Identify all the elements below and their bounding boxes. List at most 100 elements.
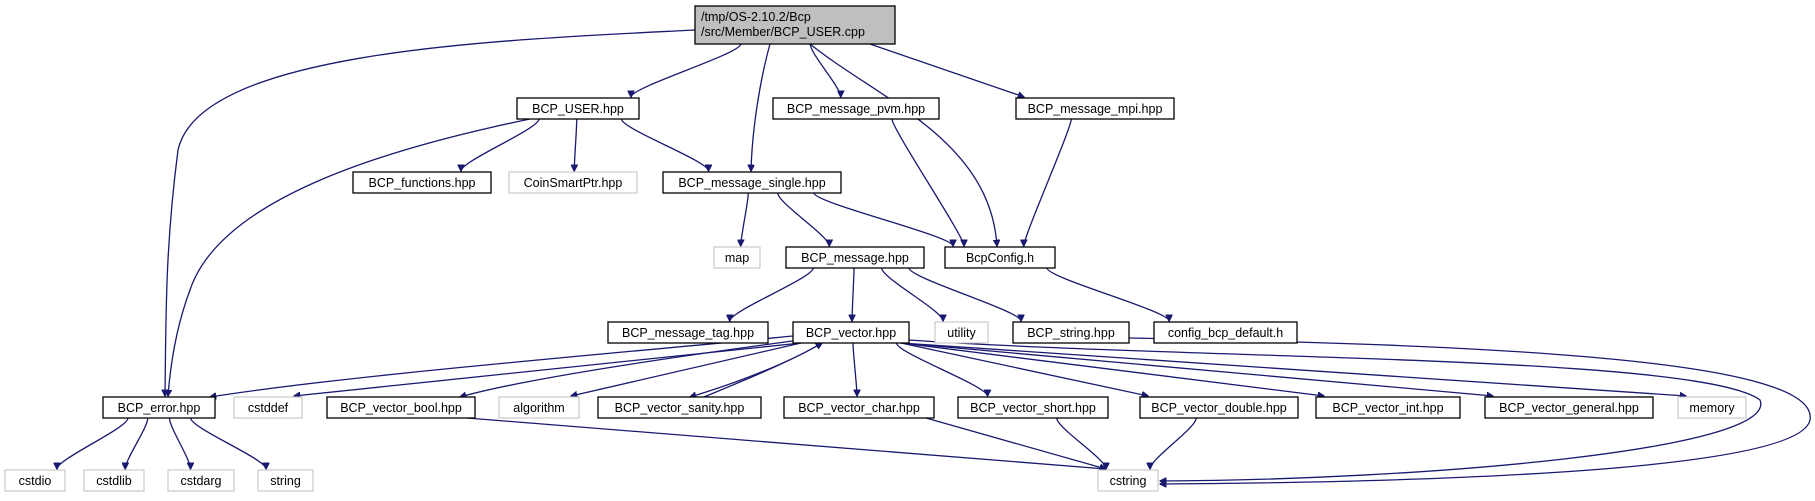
edge-bcp-vector-to-bcp-vector-general	[900, 342, 1493, 396]
node-config-bcp-default[interactable]: config_bcp_default.h	[1153, 321, 1298, 344]
edge-root-to-bcp-user-hpp	[631, 43, 742, 97]
node-bcp-user-hpp[interactable]: BCP_USER.hpp	[516, 97, 640, 120]
node-bcp-error[interactable]: BCP_error.hpp	[102, 396, 216, 419]
node-bcp-string[interactable]: BCP_string.hpp	[1012, 321, 1130, 344]
node-box	[607, 321, 769, 344]
node-label: cstddef	[248, 401, 289, 415]
node-cstdlib: cstdlib	[83, 469, 145, 492]
node-box	[1484, 396, 1654, 419]
node-bcpconfig[interactable]: BcpConfig.h	[944, 246, 1056, 269]
node-root[interactable]: /tmp/OS-2.10.2/Bcp/src/Member/BCP_USER.c…	[694, 5, 896, 45]
node-box	[352, 171, 492, 194]
node-label: BCP_message_pvm.hpp	[787, 102, 925, 116]
edge-bcp-user-hpp-to-bcp-functions	[461, 118, 540, 171]
edge-bcp-message-to-utility	[880, 267, 943, 321]
edge-bcp-error-to-cstdio	[57, 417, 129, 469]
edge-bcp-vector-double-to-cstring	[1150, 417, 1197, 469]
node-bcp-vector-short[interactable]: BCP_vector_short.hpp	[957, 396, 1109, 419]
node-label: config_bcp_default.h	[1168, 326, 1283, 340]
node-label: cstdio	[19, 474, 52, 488]
edge-bcp-error-to-string	[189, 417, 266, 469]
node-bcp-message-tag[interactable]: BCP_message_tag.hpp	[607, 321, 769, 344]
node-box	[326, 396, 476, 419]
edges-layer	[57, 29, 1811, 484]
node-label: cstdlib	[96, 474, 131, 488]
edge-bcp-message-mpi-to-bcpconfig	[1024, 118, 1072, 246]
node-label: BCP_vector_general.hpp	[1499, 401, 1639, 415]
edge-bcp-vector-to-memory	[900, 342, 1686, 396]
node-label: BCP_message_single.hpp	[678, 176, 825, 190]
edge-bcp-vector-bool-to-cstring	[466, 417, 1106, 469]
node-label: cstdarg	[181, 474, 222, 488]
node-box	[783, 396, 935, 419]
node-label: string	[270, 474, 301, 488]
edge-bcp-message-pvm-to-bcpconfig	[891, 118, 964, 246]
node-label: BCP_USER.hpp	[532, 102, 624, 116]
edge-bcp-vector-to-bcp-vector-char	[852, 342, 857, 396]
node-bcp-vector[interactable]: BCP_vector.hpp	[792, 321, 910, 344]
node-bcp-message-single[interactable]: BCP_message_single.hpp	[662, 171, 842, 194]
node-label: BCP_vector_sanity.hpp	[615, 401, 745, 415]
node-label: BCP_vector_int.hpp	[1332, 401, 1443, 415]
edge-bcp-vector-to-algorithm	[571, 342, 802, 396]
nodes-layer: /tmp/OS-2.10.2/Bcp/src/Member/BCP_USER.c…	[4, 5, 1747, 492]
node-bcp-vector-double[interactable]: BCP_vector_double.hpp	[1139, 396, 1299, 419]
node-box	[694, 5, 896, 45]
node-box	[102, 396, 216, 419]
edge-bcp-string-to-cstring	[1128, 337, 1811, 484]
node-label: BCP_error.hpp	[118, 401, 201, 415]
node-label: algorithm	[513, 401, 564, 415]
edge-bcp-user-hpp-to-bcp-message-single	[620, 118, 709, 171]
node-box	[233, 396, 303, 419]
edge-root-to-bcp-message-pvm	[809, 43, 841, 97]
node-string: string	[257, 469, 314, 492]
node-box	[785, 246, 925, 269]
node-bcp-vector-sanity[interactable]: BCP_vector_sanity.hpp	[597, 396, 762, 419]
node-algorithm: algorithm	[498, 396, 580, 419]
node-label: map	[725, 251, 749, 265]
edge-bcp-vector-short-to-cstring	[1056, 417, 1106, 469]
node-box	[934, 321, 989, 344]
node-label: CoinSmartPtr.hpp	[524, 176, 623, 190]
node-bcp-message-pvm[interactable]: BCP_message_pvm.hpp	[772, 97, 940, 120]
node-bcp-message-mpi[interactable]: BCP_message_mpi.hpp	[1015, 97, 1175, 120]
edge-root-to-bcp-message-single	[751, 43, 771, 171]
edge-bcp-vector-to-cstring	[908, 339, 1762, 481]
node-cstddef: cstddef	[233, 396, 303, 419]
node-bcp-vector-bool[interactable]: BCP_vector_bool.hpp	[326, 396, 476, 419]
edge-bcp-user-hpp-to-bcp-error	[168, 118, 531, 396]
node-bcp-vector-int[interactable]: BCP_vector_int.hpp	[1315, 396, 1461, 419]
node-box	[167, 469, 235, 492]
edge-bcp-message-single-to-map	[741, 192, 749, 246]
edge-root-to-bcpconfig	[809, 43, 997, 246]
node-label: BcpConfig.h	[966, 251, 1034, 265]
node-bcp-vector-char[interactable]: BCP_vector_char.hpp	[783, 396, 935, 419]
node-box	[4, 469, 66, 492]
node-box	[713, 246, 761, 269]
node-box	[792, 321, 910, 344]
edge-bcp-message-to-bcp-string	[908, 267, 1021, 321]
edge-bcp-vector-sanity-to-bcp-vector	[703, 343, 822, 398]
node-label: memory	[1689, 401, 1735, 415]
node-box	[772, 97, 940, 120]
node-box	[508, 171, 638, 194]
node-label: BCP_vector_short.hpp	[970, 401, 1096, 415]
node-box	[1315, 396, 1461, 419]
edge-bcp-vector-char-to-cstring	[925, 417, 1106, 469]
edge-root-to-bcp-error	[165, 29, 696, 396]
node-bcp-vector-general[interactable]: BCP_vector_general.hpp	[1484, 396, 1654, 419]
node-label: /tmp/OS-2.10.2/Bcp	[701, 10, 811, 24]
node-bcp-message[interactable]: BCP_message.hpp	[785, 246, 925, 269]
node-box	[1012, 321, 1130, 344]
node-cstring: cstring	[1097, 469, 1159, 492]
node-bcp-functions[interactable]: BCP_functions.hpp	[352, 171, 492, 194]
edge-bcp-vector-to-bcp-vector-int	[900, 342, 1324, 396]
node-box	[83, 469, 145, 492]
edge-bcp-message-single-to-bcp-message	[777, 192, 830, 246]
node-box	[597, 396, 762, 419]
edge-bcpconfig-to-config-bcp-default	[1046, 267, 1169, 321]
node-label: cstring	[1110, 474, 1147, 488]
node-cstdarg: cstdarg	[167, 469, 235, 492]
edge-bcp-user-hpp-to-coinsmartptr	[574, 118, 577, 171]
